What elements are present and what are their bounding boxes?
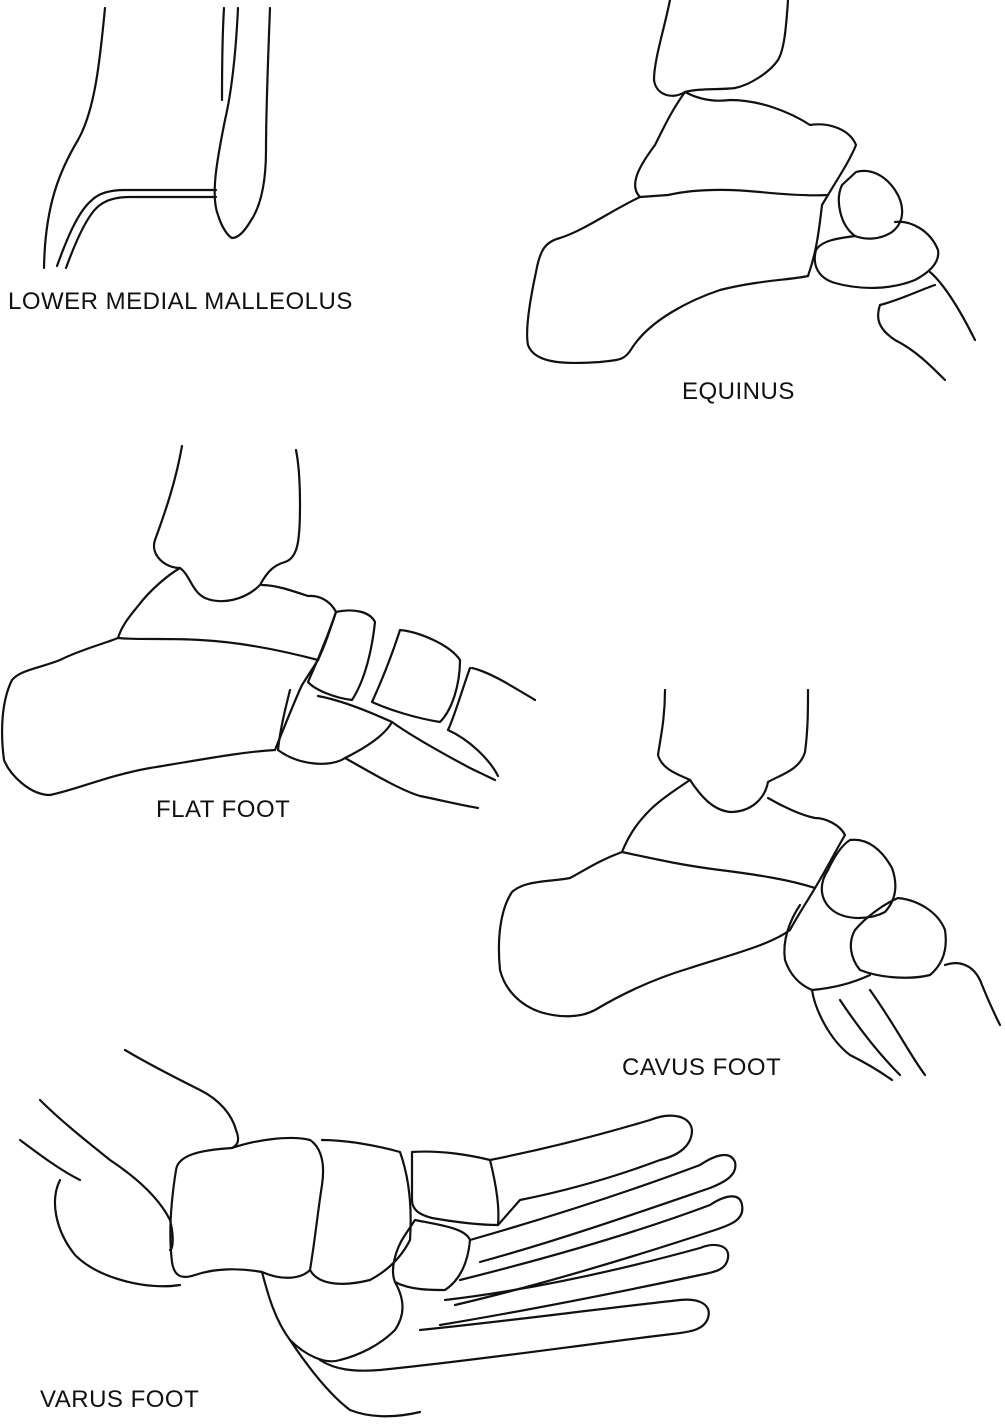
varus-foot-drawing: [20, 1050, 742, 1416]
fibula-lower: [55, 1180, 180, 1286]
fibula-inner: [20, 1140, 80, 1180]
metatarsal-2: [470, 1155, 735, 1262]
navicular: [308, 610, 375, 700]
calcaneus: [527, 195, 828, 363]
equinus-drawing: [527, 0, 975, 380]
equinus-label: EQUINUS: [682, 378, 795, 406]
metatarsal: [878, 272, 975, 380]
cuneiform-1: [412, 1152, 498, 1225]
lower-medial-malleolus-label: LOWER MEDIAL MALLEOLUS: [8, 288, 353, 316]
metatarsals: [812, 963, 1000, 1080]
flat-foot-label: FLAT FOOT: [156, 796, 290, 824]
medial-malleolus: [215, 8, 238, 238]
metatarsal-4: [440, 1245, 728, 1325]
flat-foot-drawing: [2, 446, 535, 808]
tibia-outline: [44, 8, 105, 268]
tibia-shaft-right: [685, 0, 788, 92]
talus: [622, 780, 845, 888]
tibia-upper: [125, 1050, 238, 1148]
cuneiform: [372, 630, 460, 722]
tibia: [658, 690, 808, 812]
talus: [170, 1138, 323, 1278]
metatarsal-1: [448, 668, 535, 776]
navicular: [310, 1140, 411, 1284]
cuneiform: [815, 222, 938, 288]
tibia-inner-line: [57, 190, 216, 266]
navicular: [839, 171, 902, 239]
tibia: [154, 446, 300, 601]
metatarsal-lower: [345, 722, 495, 808]
talus: [635, 92, 856, 197]
calcaneus: [2, 638, 318, 795]
fibula-outline: [232, 8, 270, 238]
calcaneus-lower: [290, 1340, 420, 1416]
tibia-shaft: [654, 0, 685, 96]
cavus-foot-drawing: [499, 690, 1000, 1080]
cuboid: [262, 1272, 403, 1361]
lower-medial-malleolus-drawing: [44, 8, 270, 268]
talus: [118, 568, 336, 660]
varus-foot-label: VARUS FOOT: [40, 1386, 199, 1414]
cuneiform: [851, 898, 946, 978]
cuneiform-2: [393, 1220, 470, 1290]
metatarsal-5: [320, 1300, 709, 1371]
metatarsal-1: [490, 1116, 692, 1225]
fibula-inner: [222, 8, 224, 100]
tibia-inner-line-double: [66, 197, 216, 268]
cavus-foot-label: CAVUS FOOT: [622, 1054, 781, 1082]
